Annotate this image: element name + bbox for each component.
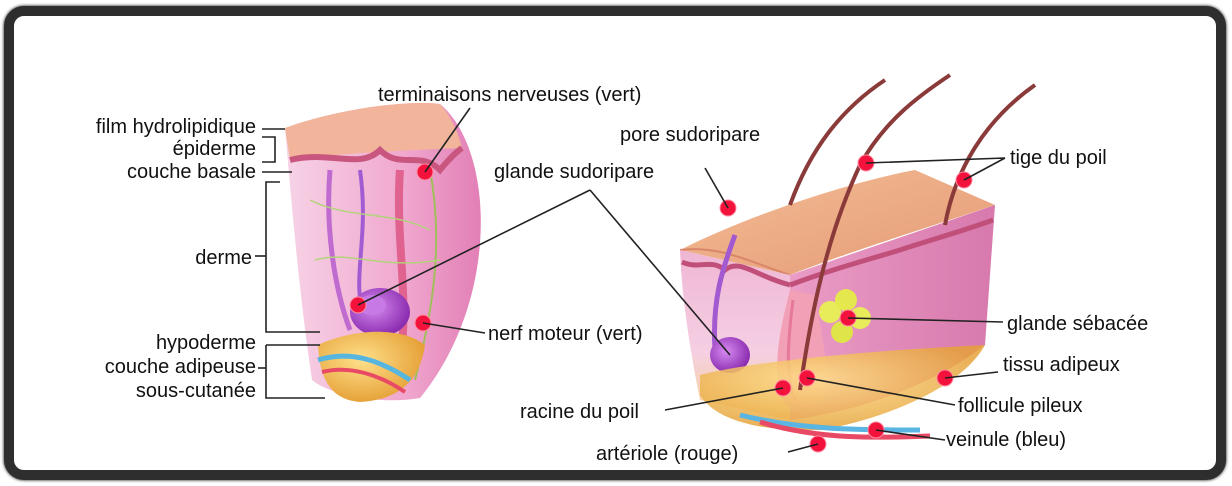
label-glande-sudoripare: glande sudoripare — [494, 161, 654, 183]
label-hypoderme: hypoderme — [156, 332, 256, 354]
label-epiderme: épiderme — [173, 138, 256, 160]
left-skin-section — [285, 103, 481, 402]
label-sous-cutanee: sous-cutanée — [136, 380, 256, 402]
label-racine-du-poil: racine du poil — [520, 401, 639, 423]
label-film-hydrolipidique: film hydrolipidique — [96, 116, 256, 138]
label-follicule-pileux: follicule pileux — [958, 395, 1083, 417]
label-couche-basale: couche basale — [127, 161, 256, 183]
label-terminaisons-nerveuses: terminaisons nerveuses (vert) — [378, 84, 641, 106]
label-tige-du-poil: tige du poil — [1010, 147, 1107, 169]
label-couche-adipeuse: couche adipeuse — [105, 356, 256, 378]
label-veinule: veinule (bleu) — [946, 429, 1066, 451]
label-derme: derme — [195, 247, 252, 269]
label-tissu-adipeux: tissu adipeux — [1003, 354, 1120, 376]
label-pore-sudoripare: pore sudoripare — [620, 124, 760, 146]
label-arteriole: artériole (rouge) — [596, 443, 738, 465]
label-glande-sebacee: glande sébacée — [1007, 313, 1148, 335]
label-nerf-moteur: nerf moteur (vert) — [488, 323, 642, 345]
labels-left: film hydrolipidique épiderme couche basa… — [96, 116, 256, 402]
